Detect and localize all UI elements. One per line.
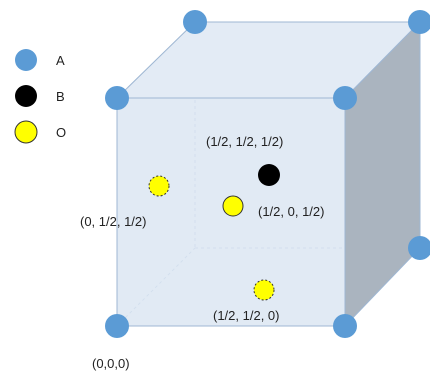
atom-o-left-face (148, 175, 170, 197)
atom-a-corner-bottom-front-left (105, 314, 129, 338)
atom-a-corner-top-front-right (333, 86, 357, 110)
atom-o-front-face (222, 195, 244, 217)
atom-a-corner-top-front-left (105, 86, 129, 110)
atom-b-body-center (258, 164, 280, 186)
legend: A B O (14, 49, 66, 144)
label-front-face: (1/2, 0, 1/2) (258, 204, 324, 219)
legend-label-a: A (56, 53, 65, 68)
label-body-center: (1/2, 1/2, 1/2) (206, 134, 283, 149)
atom-a-corner-bottom-front-right (333, 314, 357, 338)
atom-a-corner-top-back-left (183, 10, 207, 34)
legend-label-o: O (56, 125, 66, 140)
a-site-atoms (105, 10, 430, 338)
legend-swatch-a (15, 49, 37, 71)
legend-swatch-b (15, 85, 37, 107)
legend-label-b: B (56, 89, 65, 104)
legend-swatch-o (14, 120, 38, 144)
label-origin: (0,0,0) (92, 356, 130, 371)
atom-a-corner-top-back-right (408, 10, 430, 34)
atom-a-corner-bottom-back-right (408, 236, 430, 260)
label-bottom-face: (1/2, 1/2, 0) (213, 308, 279, 323)
label-left-face: (0, 1/2, 1/2) (80, 214, 146, 229)
atom-o-bottom-face (253, 279, 275, 301)
